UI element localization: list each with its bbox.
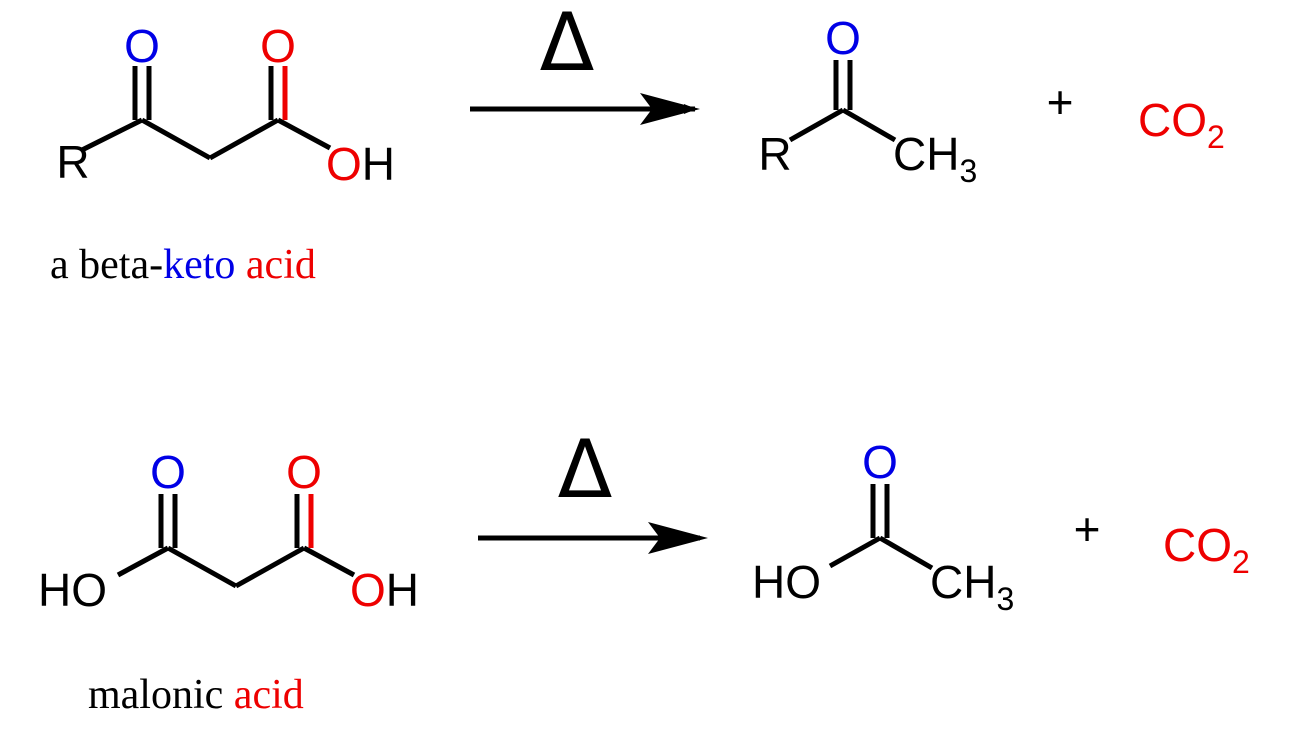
beta-keto-acid-structure: O O R OH (56, 20, 395, 190)
co2-co: CO (1138, 94, 1207, 146)
caption-space (235, 242, 246, 288)
acid-oxygen-label: O (260, 20, 296, 72)
reaction-1: O O R OH a beta-keto acid Δ O R CH3 + CO… (50, 0, 1225, 288)
bond-ho-to-carbonyl (828, 535, 882, 569)
bond-ho-to-carboxyl-left (116, 545, 170, 578)
bond-carboxyl-left-to-ch2 (166, 545, 238, 589)
bond-carboxyl-to-oh (276, 117, 332, 151)
beta-keto-acid-caption: a beta-keto acid (50, 242, 316, 288)
methyl-subscript: 3 (959, 153, 977, 189)
co2-subscript: 2 (1207, 119, 1225, 155)
left-carbonyl-oxygen-label: O (150, 446, 186, 498)
hydroxyl-hydrogen: H (362, 138, 395, 190)
methyl-label: CH3 (930, 556, 1014, 617)
carbon-dioxide: CO2 (1138, 94, 1225, 155)
hydroxyl-label: HO (752, 556, 821, 608)
methyl-label: CH3 (893, 128, 977, 189)
keto-oxygen-label: O (124, 20, 160, 72)
caption-name: malonic (88, 672, 223, 718)
plus-sign: + (1074, 503, 1101, 555)
right-hydroxyl-oxygen: O (350, 564, 386, 616)
carbonyl-oxygen-label: O (862, 436, 898, 488)
bond-r-to-carbonyl (788, 107, 845, 143)
bond-carbonyl-to-ch2 (140, 117, 212, 161)
plus-sign: + (1047, 76, 1074, 128)
right-carbonyl-oxygen-label: O (286, 446, 322, 498)
caption-prefix: a beta- (50, 242, 163, 288)
acetic-acid-product: O HO CH3 (752, 436, 1014, 617)
methyl-subscript: 3 (996, 581, 1014, 617)
r-group-label: R (56, 136, 89, 188)
heat-delta-symbol: Δ (540, 0, 595, 89)
hydroxyl-oxygen: O (326, 138, 362, 190)
co2-subscript: 2 (1232, 544, 1250, 580)
heat-delta-symbol: Δ (558, 423, 613, 516)
carbon-dioxide: CO2 (1163, 519, 1250, 580)
malonic-acid-structure: O O HO OH (38, 446, 419, 616)
ketone-oxygen-label: O (825, 12, 861, 64)
co2-co: CO (1163, 519, 1232, 571)
caption-acid: acid (246, 242, 316, 288)
caption-space (223, 672, 234, 718)
right-hydroxyl-label: OH (350, 564, 419, 616)
reaction-arrowhead (640, 93, 700, 125)
reaction-2: O O HO OH malonic acid Δ O HO CH3 + CO2 (38, 423, 1250, 718)
caption-acid: acid (234, 672, 304, 718)
right-hydroxyl-hydrogen: H (386, 564, 419, 616)
bond-carboxyl-right-to-oh (302, 545, 356, 578)
methyl-ch: CH (930, 556, 996, 608)
ketone-product: O R CH3 (758, 12, 977, 189)
product-r-group-label: R (758, 128, 791, 180)
hydroxyl-label: OH (326, 138, 395, 190)
bond-ch2-to-carboxyl-right (234, 545, 306, 589)
bond-ch2-to-carboxyl (208, 117, 280, 161)
bond-carbonyl-to-methyl (841, 107, 897, 143)
reaction-arrowhead (648, 522, 708, 554)
malonic-acid-caption: malonic acid (88, 672, 304, 718)
methyl-ch: CH (893, 128, 959, 180)
left-hydroxyl-label: HO (38, 564, 107, 616)
bond-carbonyl-to-methyl (878, 535, 934, 571)
bond-r-to-carbonyl (80, 117, 144, 153)
caption-keto: keto (163, 242, 235, 288)
